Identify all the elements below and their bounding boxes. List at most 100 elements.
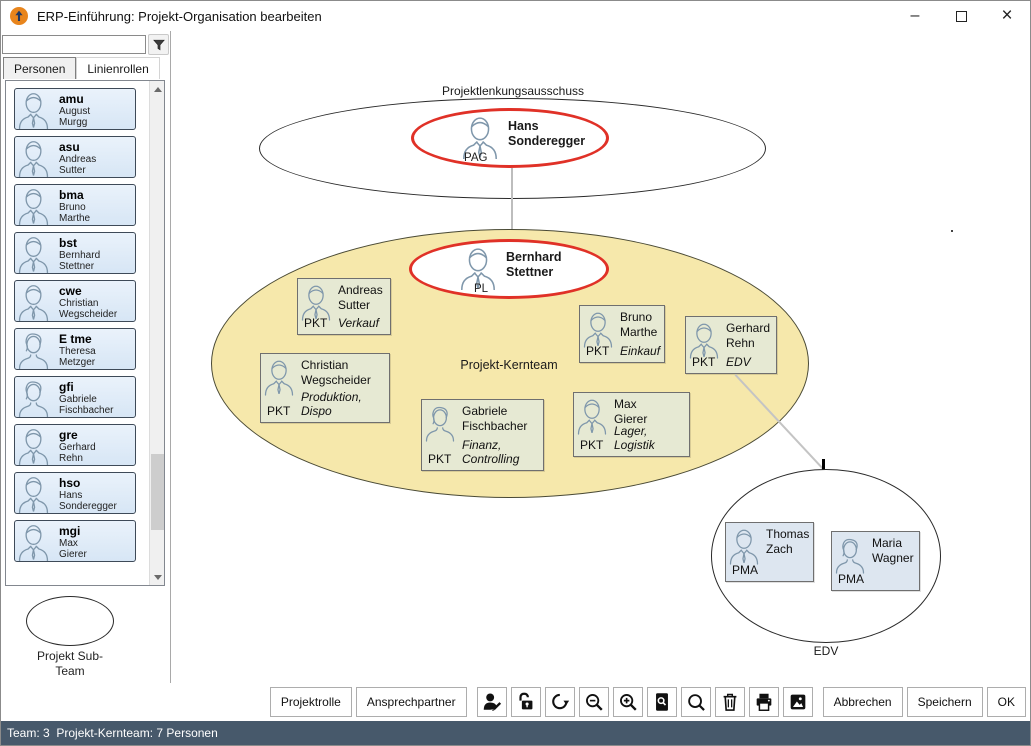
org-canvas[interactable]: Projektlenkungsausschuss Hans Sonderegge… <box>171 31 1030 685</box>
export-image-button[interactable] <box>782 687 813 717</box>
ok-button[interactable]: OK <box>986 687 1026 717</box>
card-gerhard-rehn[interactable]: Gerhard Rehn PKT EDV <box>685 316 777 374</box>
zoom-out-icon <box>585 694 603 711</box>
node-name: Hans Sonderegger <box>508 119 586 148</box>
minimize-icon: – <box>910 7 920 24</box>
trash-icon <box>723 693 736 711</box>
search-button[interactable] <box>680 687 711 717</box>
unlock-icon <box>518 692 532 710</box>
status-bar: Team: 3 Projekt-Kernteam: 7 Personen <box>1 721 1030 745</box>
person-filter-input[interactable] <box>2 35 146 54</box>
card-name: Gerhard Rehn <box>726 321 771 350</box>
zoom-out-button[interactable] <box>578 687 609 717</box>
maximize-button[interactable] <box>938 1 984 31</box>
list-scrollbar[interactable] <box>149 81 164 585</box>
card-christian-wegscheider[interactable]: Christian Wegscheider PKT Produktion, Di… <box>260 353 390 423</box>
card-role: PKT <box>428 452 452 466</box>
person-avatar-icon <box>835 538 865 574</box>
person-avatar-icon <box>18 429 49 465</box>
card-role: PKT <box>586 344 610 358</box>
card-department: Finanz, Controlling <box>462 438 520 466</box>
zoom-in-button[interactable] <box>612 687 643 717</box>
card-max-gierer[interactable]: Max Gierer PKT Lager, Logistik <box>573 392 690 457</box>
node-role: PAG <box>464 152 488 164</box>
card-name: Christian Wegscheider <box>301 358 371 387</box>
card-bruno-marthe[interactable]: Bruno Marthe PKT Einkauf <box>579 305 665 363</box>
person-code: bst <box>59 236 77 250</box>
scrollbar-thumb[interactable] <box>151 453 164 530</box>
bottom-toolbar: Projektrolle Ansprechpartner <box>1 683 1030 721</box>
person-code: gre <box>59 428 78 442</box>
scroll-down-icon[interactable] <box>150 569 165 585</box>
edv-subteam-label: EDV <box>813 644 839 658</box>
steering-committee-label: Projektlenkungsausschuss <box>441 84 585 98</box>
tab-linienrollen[interactable]: Linienrollen <box>76 57 160 79</box>
image-icon <box>790 694 805 710</box>
app-icon <box>10 7 28 25</box>
person-avatar-icon <box>18 381 49 417</box>
save-button[interactable]: Speichern <box>906 687 983 717</box>
subteam-template-shape[interactable] <box>26 596 114 646</box>
person-avatar-icon <box>18 237 49 273</box>
person-avatar-icon <box>729 529 759 565</box>
print-button[interactable] <box>748 687 779 717</box>
person-avatar-icon <box>18 189 49 225</box>
connector-line <box>511 168 513 240</box>
person-code: bma <box>59 188 84 202</box>
card-department: Einkauf <box>620 344 661 358</box>
close-icon: × <box>1001 5 1013 26</box>
close-button[interactable]: × <box>984 1 1030 31</box>
node-bernhard-stettner[interactable]: Bernhard Stettner PL <box>409 239 609 299</box>
person-avatar-icon <box>425 406 455 442</box>
person-edit-button[interactable] <box>476 687 507 717</box>
funnel-icon <box>152 39 165 50</box>
card-name: Bruno Marthe <box>620 310 658 339</box>
unlock-button[interactable] <box>510 687 541 717</box>
delete-button[interactable] <box>714 687 745 717</box>
card-maria-wagner[interactable]: Maria Wagner PMA <box>831 531 920 591</box>
person-avatar-icon <box>689 323 719 359</box>
ansprechpartner-button[interactable]: Ansprechpartner <box>355 687 467 717</box>
tab-personen[interactable]: Personen <box>3 57 77 79</box>
page-zoom-button[interactable] <box>646 687 677 717</box>
page-zoom-icon <box>655 693 668 711</box>
card-gabriele-fischbacher[interactable]: Gabriele Fischbacher PKT Finanz, Control… <box>421 399 544 471</box>
person-code: hso <box>59 476 81 490</box>
person-avatar-icon <box>18 141 49 177</box>
projektrolle-button[interactable]: Projektrolle <box>269 687 352 717</box>
window-title: ERP-Einführung: Projekt-Organisation bea… <box>37 8 322 24</box>
person-avatar-icon <box>577 399 607 435</box>
card-department: Produktion, Dispo <box>301 390 362 418</box>
scroll-up-icon[interactable] <box>150 81 165 97</box>
cancel-button[interactable]: Abbrechen <box>822 687 903 717</box>
card-department: EDV <box>726 355 751 369</box>
person-avatar-icon <box>18 477 49 513</box>
card-thomas-zach[interactable]: Thomas Zach PMA <box>725 522 814 582</box>
minimize-button[interactable]: – <box>892 1 938 31</box>
node-hans-sonderegger[interactable]: Hans Sonderegger PAG <box>411 108 609 168</box>
card-andreas-sutter[interactable]: Andreas Sutter PKT Verkauf <box>297 278 391 335</box>
rotate-button[interactable] <box>544 687 575 717</box>
card-role: PKT <box>267 404 291 418</box>
person-code: asu <box>59 140 80 154</box>
title-bar: ERP-Einführung: Projekt-Organisation bea… <box>1 1 1030 31</box>
filter-button[interactable] <box>148 34 169 55</box>
